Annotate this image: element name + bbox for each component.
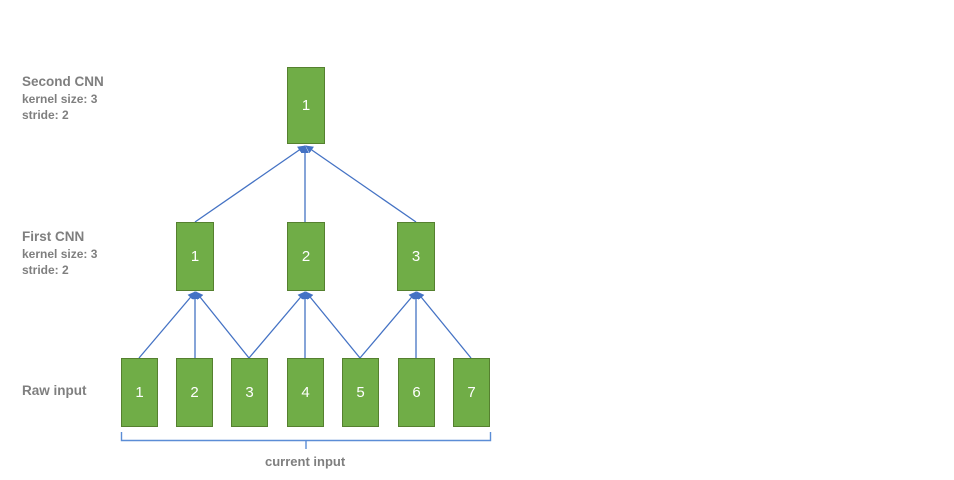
node-label: 3	[411, 248, 421, 265]
node-raw-input-4[interactable]: 4	[287, 358, 324, 427]
layer-title-second-cnn: Second CNN	[22, 74, 104, 89]
node-first-cnn-2[interactable]: 2	[287, 222, 325, 291]
node-raw-input-7[interactable]: 7	[453, 358, 490, 427]
layer-param-kernel-size-second-cnn: kernel size: 3	[22, 92, 98, 107]
node-label: 3	[245, 384, 254, 401]
layer-label-raw-input: Raw input	[22, 382, 87, 400]
node-label: 2	[190, 384, 199, 401]
current-input-label: current input	[265, 454, 346, 469]
edges-raw-to-first	[138, 291, 472, 359]
node-label: 5	[356, 384, 365, 401]
node-label: 1	[301, 97, 311, 114]
layer-label-second-cnn: Second CNN kernel size: 3 stride: 2	[22, 73, 104, 124]
layer-param-kernel-size-first-cnn: kernel size: 3	[22, 247, 98, 262]
edges-first-to-second	[194, 145, 417, 223]
node-raw-input-3[interactable]: 3	[231, 358, 268, 427]
layer-param-stride-second-cnn: stride: 2	[22, 108, 69, 123]
node-first-cnn-1[interactable]: 1	[176, 222, 214, 291]
node-raw-input-6[interactable]: 6	[398, 358, 435, 427]
node-second-cnn-1[interactable]: 1	[287, 67, 325, 144]
current-input-bracket	[120, 432, 492, 449]
node-raw-input-2[interactable]: 2	[176, 358, 213, 427]
layer-param-stride-first-cnn: stride: 2	[22, 263, 69, 278]
layer-title-first-cnn: First CNN	[22, 229, 85, 244]
layer-label-first-cnn: First CNN kernel size: 3 stride: 2	[22, 228, 97, 279]
node-label: 1	[190, 248, 200, 265]
node-label: 4	[301, 384, 310, 401]
node-label: 2	[301, 248, 311, 265]
node-label: 7	[467, 384, 476, 401]
node-raw-input-5[interactable]: 5	[342, 358, 379, 427]
layer-title-raw-input: Raw input	[22, 383, 87, 398]
node-first-cnn-3[interactable]: 3	[397, 222, 435, 291]
node-label: 6	[412, 384, 421, 401]
node-label: 1	[135, 384, 144, 401]
node-raw-input-1[interactable]: 1	[121, 358, 158, 427]
